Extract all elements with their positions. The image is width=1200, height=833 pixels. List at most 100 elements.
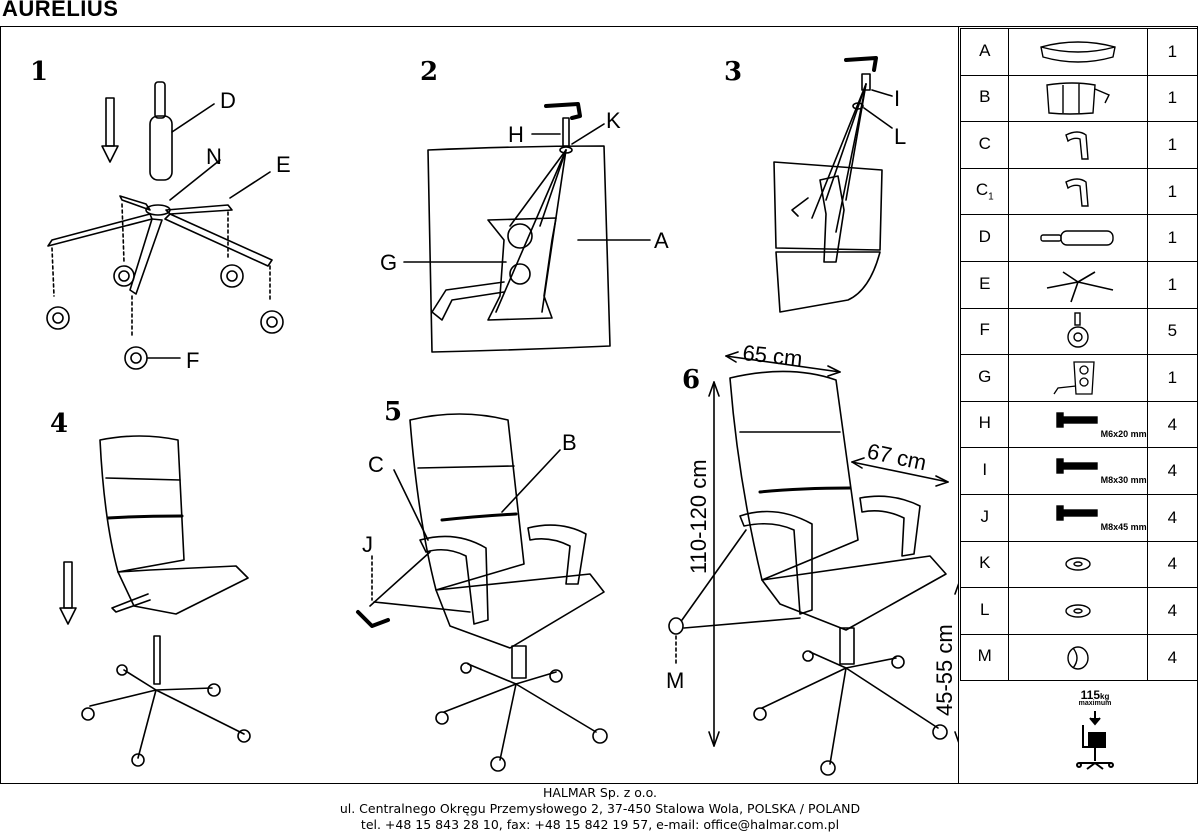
part-drawing — [1008, 167, 1148, 216]
caster-icon — [1058, 311, 1098, 351]
part-spec: M6x20 mm — [1100, 428, 1147, 439]
star-base-icon — [1033, 266, 1123, 304]
seat-cushion-icon — [1033, 35, 1123, 69]
callout-l: L — [894, 124, 906, 149]
seat-height-dimension: 45-55 cm — [932, 624, 957, 716]
height-dimension-line — [708, 381, 720, 747]
part-spec: M8x45 mm — [1100, 521, 1147, 532]
part-quantity: 1 — [1146, 28, 1199, 76]
backrest-icon — [1033, 79, 1123, 117]
callout-d: D — [220, 88, 236, 113]
part-letter: K — [959, 540, 1010, 589]
part-drawing — [1008, 354, 1148, 402]
callout-j: J — [362, 532, 373, 557]
part-letter: A — [959, 28, 1010, 76]
part-quantity: 4 — [1146, 493, 1199, 542]
seat-panel-drawing — [427, 145, 611, 353]
footer-address: ul. Centralnego Okręgu Przemysłowego 2, … — [339, 801, 861, 816]
bolt-icon — [1053, 504, 1103, 522]
callout-m: M — [666, 668, 684, 693]
washer-icon — [1058, 554, 1098, 574]
part-quantity: 1 — [1146, 260, 1199, 309]
part-quantity: 4 — [1146, 587, 1199, 635]
part-letter: F — [959, 307, 1010, 356]
part-quantity: 4 — [1146, 633, 1199, 682]
callout-e: E — [276, 152, 291, 177]
callout-c: C — [368, 452, 384, 477]
part-quantity: 1 — [1146, 121, 1199, 169]
width-dimension-line — [725, 351, 841, 377]
step-5-label: 5 — [384, 397, 402, 427]
part-drawing — [1008, 540, 1148, 589]
depth-dimension-line — [851, 457, 949, 487]
part-letter: C1 — [959, 167, 1010, 216]
part-drawing — [1008, 214, 1148, 262]
part-letter: H — [959, 400, 1010, 449]
armrest-icon — [1058, 172, 1098, 212]
part-spec: M8x30 mm — [1100, 475, 1147, 486]
assembly-diagram: 1 D N E F 2 — [30, 56, 958, 776]
star-base-drawing — [47, 159, 273, 295]
bolt-icon — [1053, 457, 1103, 475]
chair-6-drawing — [668, 370, 948, 776]
callout-b: B — [562, 430, 577, 455]
chair-5-drawing — [356, 413, 608, 772]
weight-chair-icon — [1076, 711, 1114, 770]
footer-contact: tel. +48 15 843 28 10, fax: +48 15 842 1… — [360, 817, 840, 832]
part-letter: G — [959, 354, 1010, 402]
footer-company: HALMAR Sp. z o.o. — [542, 785, 658, 800]
step-2-label: 2 — [420, 57, 438, 87]
part-drawing: M6x20 mm — [1008, 400, 1148, 449]
part-drawing — [1008, 74, 1148, 123]
part-quantity: 1 — [1146, 167, 1199, 216]
mechanism-icon — [1048, 358, 1108, 398]
base-4-drawing — [81, 635, 251, 767]
part-quantity: 5 — [1146, 307, 1199, 356]
cap-icon — [1063, 644, 1093, 672]
parts-divider — [958, 26, 959, 784]
part-drawing — [1008, 587, 1148, 635]
step-1-arrow-icon — [101, 97, 119, 163]
part-letter: M — [959, 633, 1010, 682]
part-drawing: M8x45 mm — [1008, 493, 1148, 542]
step-4-label: 4 — [50, 409, 68, 439]
document-title: AURELIUS — [2, 0, 119, 21]
step-4-arrow-icon — [59, 561, 77, 625]
callout-g: G — [380, 250, 397, 275]
part-quantity: 1 — [1146, 214, 1199, 262]
diagram-frame — [0, 26, 1198, 784]
height-dimension: 110-120 cm — [686, 459, 711, 574]
callout-n: N — [206, 144, 222, 169]
part-letter: B — [959, 74, 1010, 123]
callout-i: I — [894, 86, 900, 111]
part-drawing — [1008, 633, 1148, 682]
part-quantity: 4 — [1146, 447, 1199, 495]
width-dimension: 65 cm — [741, 340, 803, 371]
step-3-label: 3 — [724, 57, 742, 87]
callout-k: K — [606, 108, 621, 133]
mechanism-plate-drawing — [431, 117, 573, 321]
part-letter: J — [959, 493, 1010, 542]
gas-lift-icon — [1033, 228, 1123, 248]
part-drawing — [1008, 260, 1148, 309]
part-quantity: 4 — [1146, 540, 1199, 589]
part-letter: L — [959, 587, 1010, 635]
gas-lift-drawing — [149, 81, 215, 181]
max-weight-value: 115kg — [1080, 688, 1110, 702]
part-drawing — [1008, 121, 1148, 169]
max-weight-badge: 115kg maximum — [1040, 688, 1150, 782]
part-letter: C — [959, 121, 1010, 169]
caster-wheels — [46, 264, 284, 370]
part-quantity: 1 — [1146, 74, 1199, 123]
part-quantity: 4 — [1146, 400, 1199, 449]
part-letter: D — [959, 214, 1010, 262]
